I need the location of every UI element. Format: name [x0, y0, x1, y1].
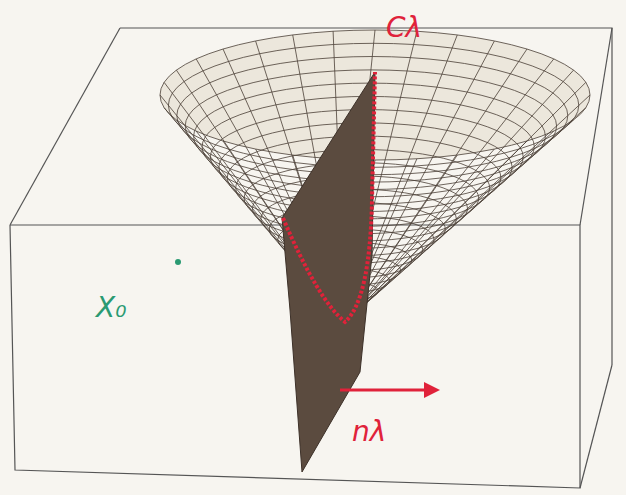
- curve-label: Cλ: [386, 14, 422, 42]
- curve-c-lambda: [283, 72, 375, 322]
- point-x0: [175, 259, 181, 265]
- cone-wireframe: [160, 30, 590, 322]
- bounding-box: [10, 28, 612, 488]
- box-edge: [580, 28, 612, 225]
- normal-arrow: [340, 389, 428, 392]
- point-label: X₀: [96, 294, 126, 322]
- arrow-head: [424, 382, 440, 398]
- box-edge: [580, 365, 612, 488]
- cutting-plane: [282, 72, 375, 472]
- normal-label: nλ: [352, 418, 386, 446]
- box-edge: [10, 28, 120, 225]
